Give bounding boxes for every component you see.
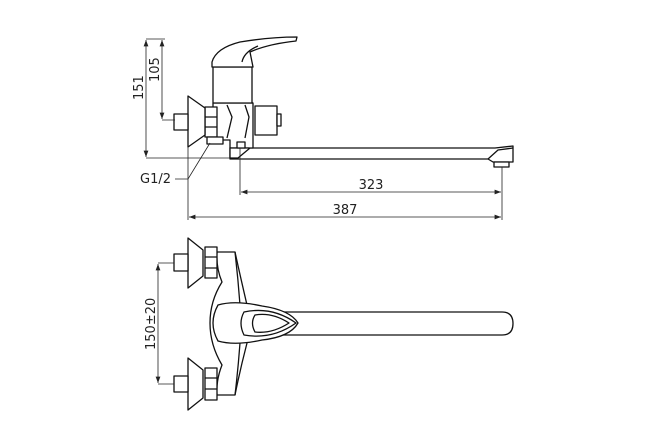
dim-387: 387 [333, 203, 358, 218]
lever-handle [229, 311, 514, 336]
hex-nut [204, 106, 218, 138]
inlet-stub-lower [173, 375, 189, 393]
lever [211, 36, 298, 68]
wall-plate-upper [187, 237, 204, 289]
dim-150-20: 150±20 [144, 298, 159, 350]
side-view: 151 105 G1/2 323 387 [132, 36, 514, 220]
dim-151: 151 [132, 75, 147, 100]
dim-105: 105 [148, 57, 163, 82]
lever-hub [212, 302, 299, 344]
inlet-stub-upper [173, 253, 189, 272]
cartridge [212, 66, 253, 104]
wall-plate [187, 95, 206, 148]
wall-plate-lower [187, 357, 204, 411]
side-cap [254, 105, 278, 136]
thread-label: G1/2 [140, 172, 171, 187]
aerator [493, 161, 510, 168]
top-view: 150±20 [144, 237, 514, 411]
dim-323: 323 [359, 178, 384, 193]
spout [229, 145, 514, 163]
inlet-stub [173, 113, 189, 131]
